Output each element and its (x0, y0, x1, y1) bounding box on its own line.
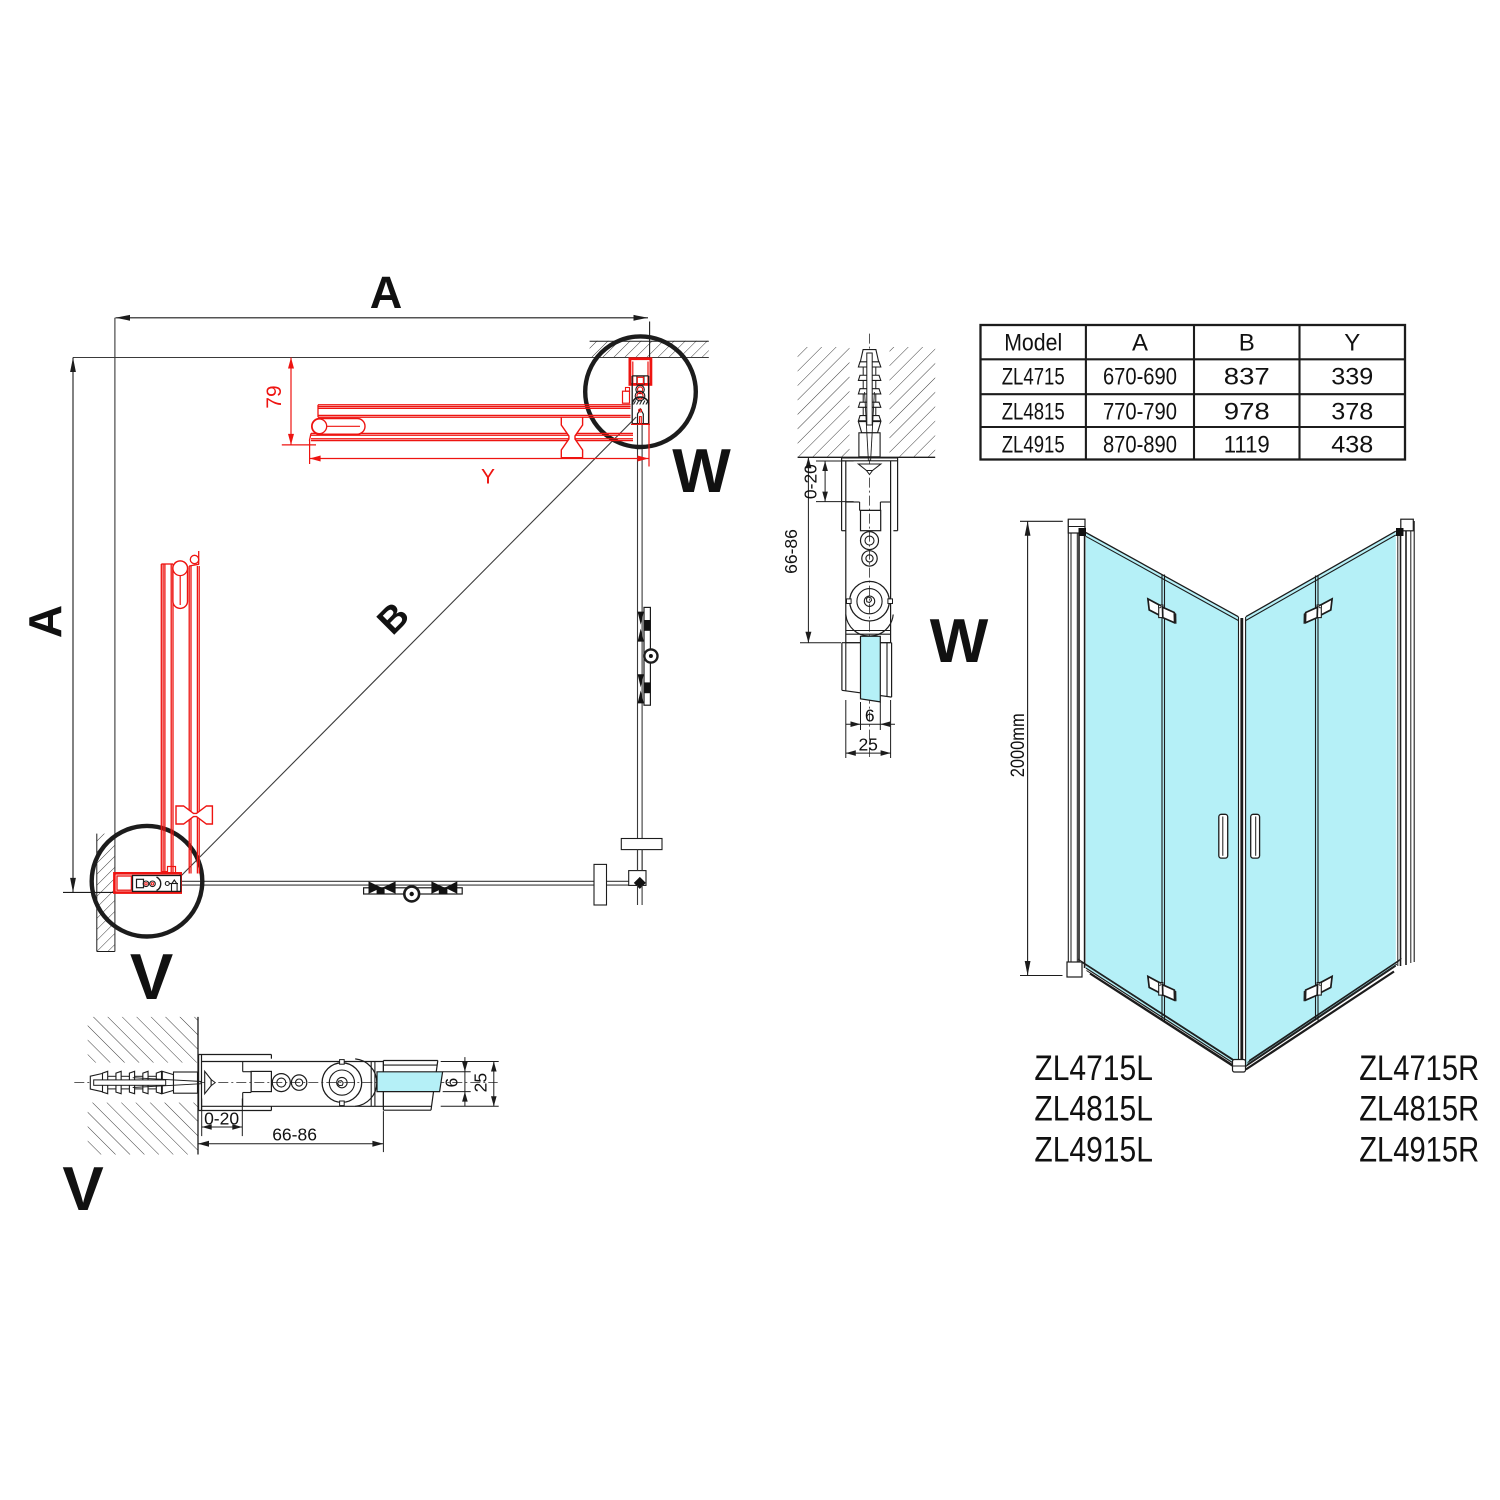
svg-text:0-20: 0-20 (204, 1109, 239, 1129)
svg-text:870-890: 870-890 (1103, 431, 1177, 458)
svg-text:378: 378 (1331, 399, 1373, 426)
svg-text:6: 6 (442, 1078, 462, 1088)
svg-text:W: W (672, 437, 731, 506)
svg-text:ZL4915R: ZL4915R (1359, 1129, 1479, 1169)
svg-text:6: 6 (865, 706, 875, 726)
svg-text:25: 25 (858, 735, 877, 755)
svg-text:978: 978 (1224, 399, 1270, 426)
svg-text:A: A (1132, 330, 1148, 357)
svg-text:ZL4915: ZL4915 (1002, 431, 1065, 458)
svg-text:25: 25 (471, 1073, 491, 1092)
svg-text:V: V (130, 940, 173, 1013)
svg-text:Model: Model (1004, 330, 1062, 357)
svg-text:ZL4815: ZL4815 (1002, 399, 1065, 426)
svg-text:ZL4715L: ZL4715L (1034, 1048, 1153, 1088)
svg-text:770-790: 770-790 (1103, 399, 1177, 426)
svg-text:ZL4815L: ZL4815L (1034, 1089, 1153, 1129)
svg-text:ZL4815R: ZL4815R (1359, 1089, 1479, 1129)
svg-text:670-690: 670-690 (1103, 364, 1177, 391)
svg-text:ZL4915L: ZL4915L (1034, 1129, 1153, 1169)
svg-text:B: B (1239, 330, 1255, 357)
svg-text:ZL4715R: ZL4715R (1359, 1048, 1479, 1088)
svg-text:2000mm: 2000mm (1008, 713, 1029, 777)
svg-text:ZL4715: ZL4715 (1002, 364, 1065, 391)
svg-text:W: W (930, 607, 989, 676)
svg-text:Y: Y (481, 466, 495, 489)
svg-text:837: 837 (1224, 364, 1270, 391)
svg-text:Y: Y (1344, 330, 1360, 357)
svg-text:A: A (19, 605, 71, 638)
svg-text:66-86: 66-86 (272, 1125, 317, 1145)
svg-text:0-20: 0-20 (801, 464, 821, 499)
svg-text:438: 438 (1331, 431, 1373, 458)
svg-text:A: A (370, 267, 403, 318)
svg-text:1119: 1119 (1224, 431, 1270, 458)
svg-text:66-86: 66-86 (781, 529, 801, 574)
svg-text:339: 339 (1331, 364, 1373, 391)
svg-text:V: V (62, 1155, 103, 1224)
svg-text:79: 79 (263, 385, 286, 408)
